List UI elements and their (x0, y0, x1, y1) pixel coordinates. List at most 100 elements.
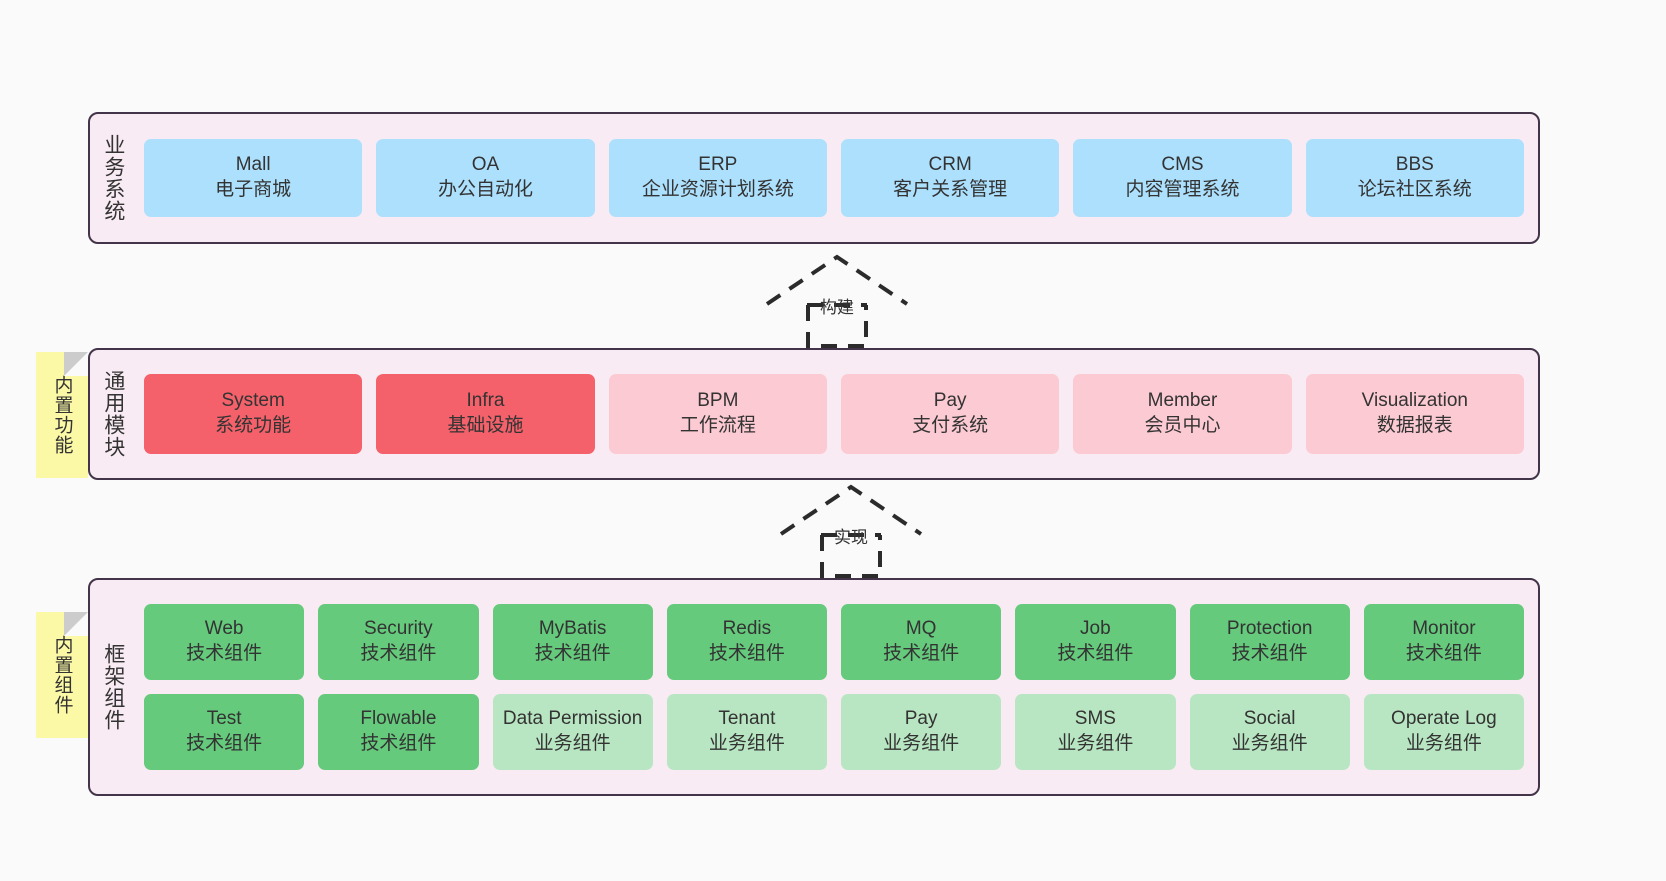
card-redis[interactable]: Redis 技术组件 (666, 604, 827, 680)
card-mq-subtitle: 技术组件 (883, 643, 960, 664)
card-tenant[interactable]: Tenant 业务组件 (666, 694, 827, 770)
layer-modules-cards: System 系统功能 Infra 基础设施 BPM 工作流程 Pay 支付系统… (136, 350, 1538, 478)
card-oa-title: OA (471, 154, 500, 176)
card-infra-title: Infra (466, 390, 505, 412)
card-member-subtitle: 会员中心 (1144, 415, 1221, 436)
layer-common-modules: 通用模块 System 系统功能 Infra 基础设施 BPM 工作流程 Pay… (88, 348, 1540, 480)
card-sms-title: SMS (1074, 708, 1116, 730)
card-monitor[interactable]: Monitor 技术组件 (1363, 604, 1524, 680)
card-test-title: Test (206, 708, 242, 730)
card-social-subtitle: 业务组件 (1231, 733, 1308, 754)
arrow-build-label: 构建 (820, 298, 854, 317)
card-data-permission[interactable]: Data Permission 业务组件 (492, 694, 653, 770)
card-social[interactable]: Social 业务组件 (1189, 694, 1350, 770)
card-mall[interactable]: Mall 电子商城 (144, 139, 363, 217)
card-pay-component-title: Pay (904, 708, 938, 730)
card-tenant-subtitle: 业务组件 (708, 733, 785, 754)
card-bbs-title: BBS (1395, 154, 1434, 176)
card-cms[interactable]: CMS 内容管理系统 (1073, 139, 1292, 217)
card-bbs[interactable]: BBS 论坛社区系统 (1305, 139, 1524, 217)
arrow-implement-label: 实现 (834, 528, 868, 547)
card-crm-title: CRM (928, 154, 972, 176)
framework-row-tech: Web 技术组件 Security 技术组件 MyBatis 技术组件 Redi… (144, 604, 1524, 680)
card-flowable-subtitle: 技术组件 (360, 733, 437, 754)
card-oa-subtitle: 办公自动化 (437, 179, 533, 200)
card-mybatis[interactable]: MyBatis 技术组件 (492, 604, 653, 680)
card-job-subtitle: 技术组件 (1057, 643, 1134, 664)
card-web-title: Web (204, 618, 244, 640)
card-member-title: Member (1147, 390, 1218, 412)
card-visualization-subtitle: 数据报表 (1376, 415, 1453, 436)
layer-framework-cards: Web 技术组件 Security 技术组件 MyBatis 技术组件 Redi… (136, 580, 1538, 794)
card-crm[interactable]: CRM 客户关系管理 (840, 139, 1060, 217)
card-test-subtitle: 技术组件 (186, 733, 263, 754)
card-visualization[interactable]: Visualization 数据报表 (1305, 374, 1524, 454)
card-operate-log-title: Operate Log (1391, 708, 1497, 730)
note-builtin-functions: 内置功能 (36, 352, 88, 478)
card-monitor-title: Monitor (1412, 618, 1476, 640)
card-mq[interactable]: MQ 技术组件 (841, 604, 1002, 680)
card-member[interactable]: Member 会员中心 (1073, 374, 1292, 454)
card-bbs-subtitle: 论坛社区系统 (1357, 179, 1472, 200)
card-flowable-title: Flowable (360, 708, 437, 730)
card-security[interactable]: Security 技术组件 (318, 604, 479, 680)
card-monitor-subtitle: 技术组件 (1405, 643, 1482, 664)
card-operate-log[interactable]: Operate Log 业务组件 (1363, 694, 1524, 770)
arrow-build-icon (765, 254, 909, 348)
card-security-title: Security (364, 618, 433, 640)
card-data-permission-subtitle: 业务组件 (534, 733, 611, 754)
card-oa[interactable]: OA 办公自动化 (376, 139, 595, 217)
card-mall-subtitle: 电子商城 (215, 179, 292, 200)
card-pay-module-subtitle: 支付系统 (912, 415, 989, 436)
layer-framework-components: 框架组件 Web 技术组件 Security 技术组件 MyBatis 技术组件… (88, 578, 1540, 796)
card-protection[interactable]: Protection 技术组件 (1189, 604, 1350, 680)
card-visualization-title: Visualization (1361, 390, 1468, 412)
card-pay-module[interactable]: Pay 支付系统 (840, 374, 1060, 454)
layer-modules-title: 通用模块 (101, 370, 125, 458)
layer-business-title: 业务系统 (101, 134, 125, 222)
layer-business-cards: Mall 电子商城 OA 办公自动化 ERP 企业资源计划系统 CRM 客户关系… (136, 114, 1538, 242)
card-flowable[interactable]: Flowable 技术组件 (318, 694, 479, 770)
card-sms-subtitle: 业务组件 (1057, 733, 1134, 754)
arrow-build: 构建 (762, 252, 912, 348)
card-job-title: Job (1080, 618, 1111, 640)
card-mybatis-subtitle: 技术组件 (534, 643, 611, 664)
card-mybatis-title: MyBatis (538, 618, 607, 640)
card-mall-title: Mall (235, 154, 271, 176)
card-redis-subtitle: 技术组件 (708, 643, 785, 664)
note-builtin-components-label: 内置组件 (51, 635, 73, 715)
card-protection-subtitle: 技术组件 (1231, 643, 1308, 664)
note-builtin-functions-label: 内置功能 (51, 375, 73, 455)
card-operate-log-subtitle: 业务组件 (1405, 733, 1482, 754)
card-bpm[interactable]: BPM 工作流程 (608, 374, 827, 454)
arrow-implement-icon (779, 484, 923, 578)
card-web[interactable]: Web 技术组件 (144, 604, 305, 680)
card-erp-title: ERP (698, 154, 738, 176)
card-protection-title: Protection (1226, 618, 1313, 640)
card-system-subtitle: 系统功能 (215, 415, 292, 436)
card-infra[interactable]: Infra 基础设施 (376, 374, 595, 454)
card-test[interactable]: Test 技术组件 (144, 694, 305, 770)
card-cms-title: CMS (1161, 154, 1204, 176)
card-pay-component[interactable]: Pay 业务组件 (841, 694, 1002, 770)
card-data-permission-title: Data Permission (502, 708, 643, 730)
card-tenant-title: Tenant (718, 708, 776, 730)
card-mq-title: MQ (905, 618, 937, 640)
card-pay-module-title: Pay (933, 390, 967, 412)
card-redis-title: Redis (722, 618, 772, 640)
card-erp[interactable]: ERP 企业资源计划系统 (608, 139, 827, 217)
card-system[interactable]: System 系统功能 (144, 374, 363, 454)
note-builtin-components: 内置组件 (36, 612, 88, 738)
card-job[interactable]: Job 技术组件 (1015, 604, 1176, 680)
card-sms[interactable]: SMS 业务组件 (1015, 694, 1176, 770)
card-security-subtitle: 技术组件 (360, 643, 437, 664)
card-system-title: System (221, 390, 285, 412)
card-cms-subtitle: 内容管理系统 (1125, 179, 1240, 200)
card-pay-component-subtitle: 业务组件 (883, 733, 960, 754)
card-crm-subtitle: 客户关系管理 (893, 179, 1008, 200)
framework-row-business: Test 技术组件 Flowable 技术组件 Data Permission … (144, 694, 1524, 770)
layer-framework-title: 框架组件 (101, 643, 125, 731)
card-infra-subtitle: 基础设施 (447, 415, 524, 436)
card-web-subtitle: 技术组件 (186, 643, 263, 664)
